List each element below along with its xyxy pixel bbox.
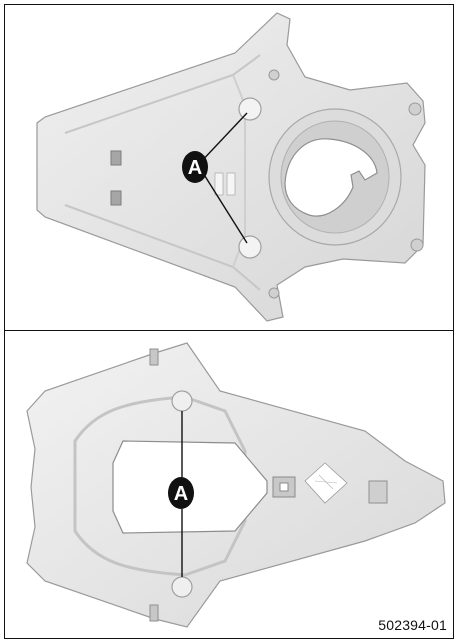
mounting-hole-lower <box>238 235 262 259</box>
mounting-hole-upper <box>171 390 193 412</box>
mounting-hole-upper <box>238 97 262 121</box>
panel-divider <box>5 330 453 332</box>
figure-number: 502394-01 <box>378 617 447 633</box>
leader-line-upper <box>197 112 248 166</box>
illustration-frame: A <box>4 4 454 639</box>
callout-a-top: A <box>182 151 208 183</box>
leader-line-lower <box>197 164 248 244</box>
bottom-illustration-panel: A 502394-01 <box>5 331 453 637</box>
top-illustration-panel: A <box>5 5 453 330</box>
mounting-hole-lower <box>171 576 193 598</box>
bottom-part-drawing: A <box>26 342 446 628</box>
top-part-drawing: A <box>36 12 426 322</box>
callout-a-bottom: A <box>168 477 194 509</box>
filler-opening <box>284 138 378 217</box>
callout-label: A <box>188 157 202 179</box>
callout-label: A <box>174 483 188 505</box>
